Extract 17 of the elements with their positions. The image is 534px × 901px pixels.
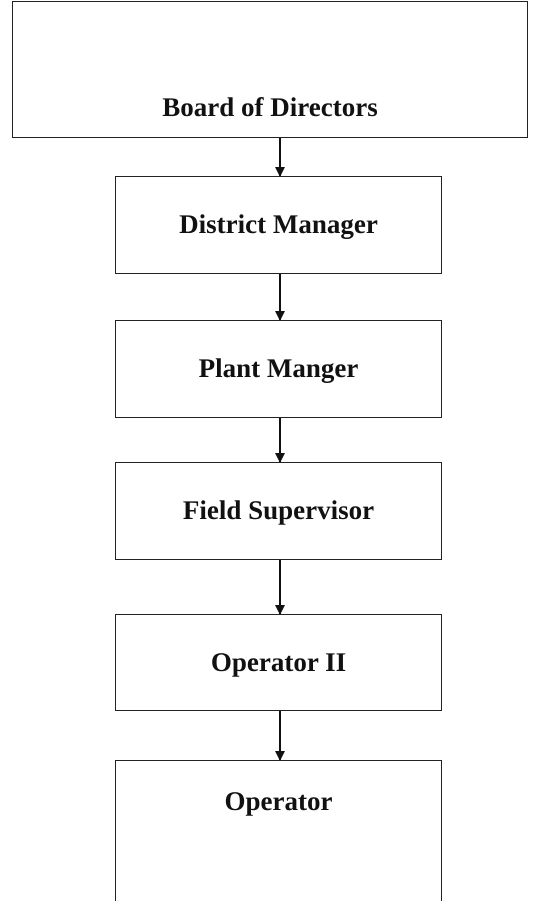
process-box — [12, 1, 528, 138]
box-label: Plant Manger — [198, 352, 358, 386]
arrow — [275, 711, 285, 761]
process-box — [115, 614, 442, 711]
process-box — [115, 320, 442, 418]
process-box — [115, 176, 442, 274]
arrow — [275, 560, 285, 615]
process-box — [115, 760, 442, 901]
box-label: Field Supervisor — [182, 494, 374, 528]
arrow — [275, 418, 285, 463]
box-label: District Manager — [179, 208, 378, 242]
box-label: Operator — [224, 785, 332, 818]
arrow — [275, 274, 285, 321]
arrow — [275, 138, 285, 177]
process-box — [115, 462, 442, 560]
box-label: Board of Directors — [162, 91, 378, 124]
box-label: Operator II — [210, 646, 346, 679]
